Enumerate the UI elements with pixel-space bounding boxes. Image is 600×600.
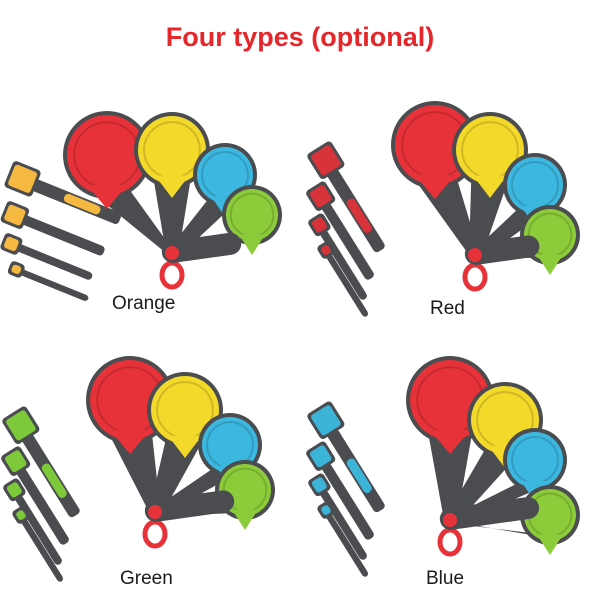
measuring-spoon [308,213,367,300]
variant-green [0,340,300,600]
collapsible-cup [63,111,178,257]
variant-blue [305,340,600,600]
collapsible-cup [452,112,528,259]
measuring-spoon [1,446,69,545]
measuring-spoon [306,441,374,540]
measuring-spoon [306,181,374,280]
collapsible-cup [134,112,210,257]
measuring-spoon [317,501,368,577]
measuring-spoon [4,161,122,224]
variant-label-green: Green [120,568,173,589]
variant-label-orange: Orange [112,293,176,314]
measuring-spoon [7,261,89,301]
measuring-set-illustration [306,101,580,317]
page-title: Four types (optional) [165,22,435,52]
measuring-spoon [12,506,63,582]
measuring-spoon [0,233,93,280]
collapsible-cup [469,153,567,259]
measuring-spoon [0,201,105,256]
measuring-set-illustration [0,111,282,301]
measuring-spoon [317,241,368,317]
variant-label-red: Red [430,298,465,319]
measuring-set-illustration [306,356,580,577]
measuring-spoon [2,406,80,518]
measuring-spoon [308,473,367,560]
variant-red [305,85,600,345]
measuring-spoon [307,141,385,253]
measuring-spoon [307,401,385,513]
measuring-spoon [3,478,62,565]
variant-label-blue: Blue [426,568,465,589]
variant-orange [0,95,300,355]
measuring-set-illustration [1,356,275,582]
collapsible-cup [149,460,275,530]
